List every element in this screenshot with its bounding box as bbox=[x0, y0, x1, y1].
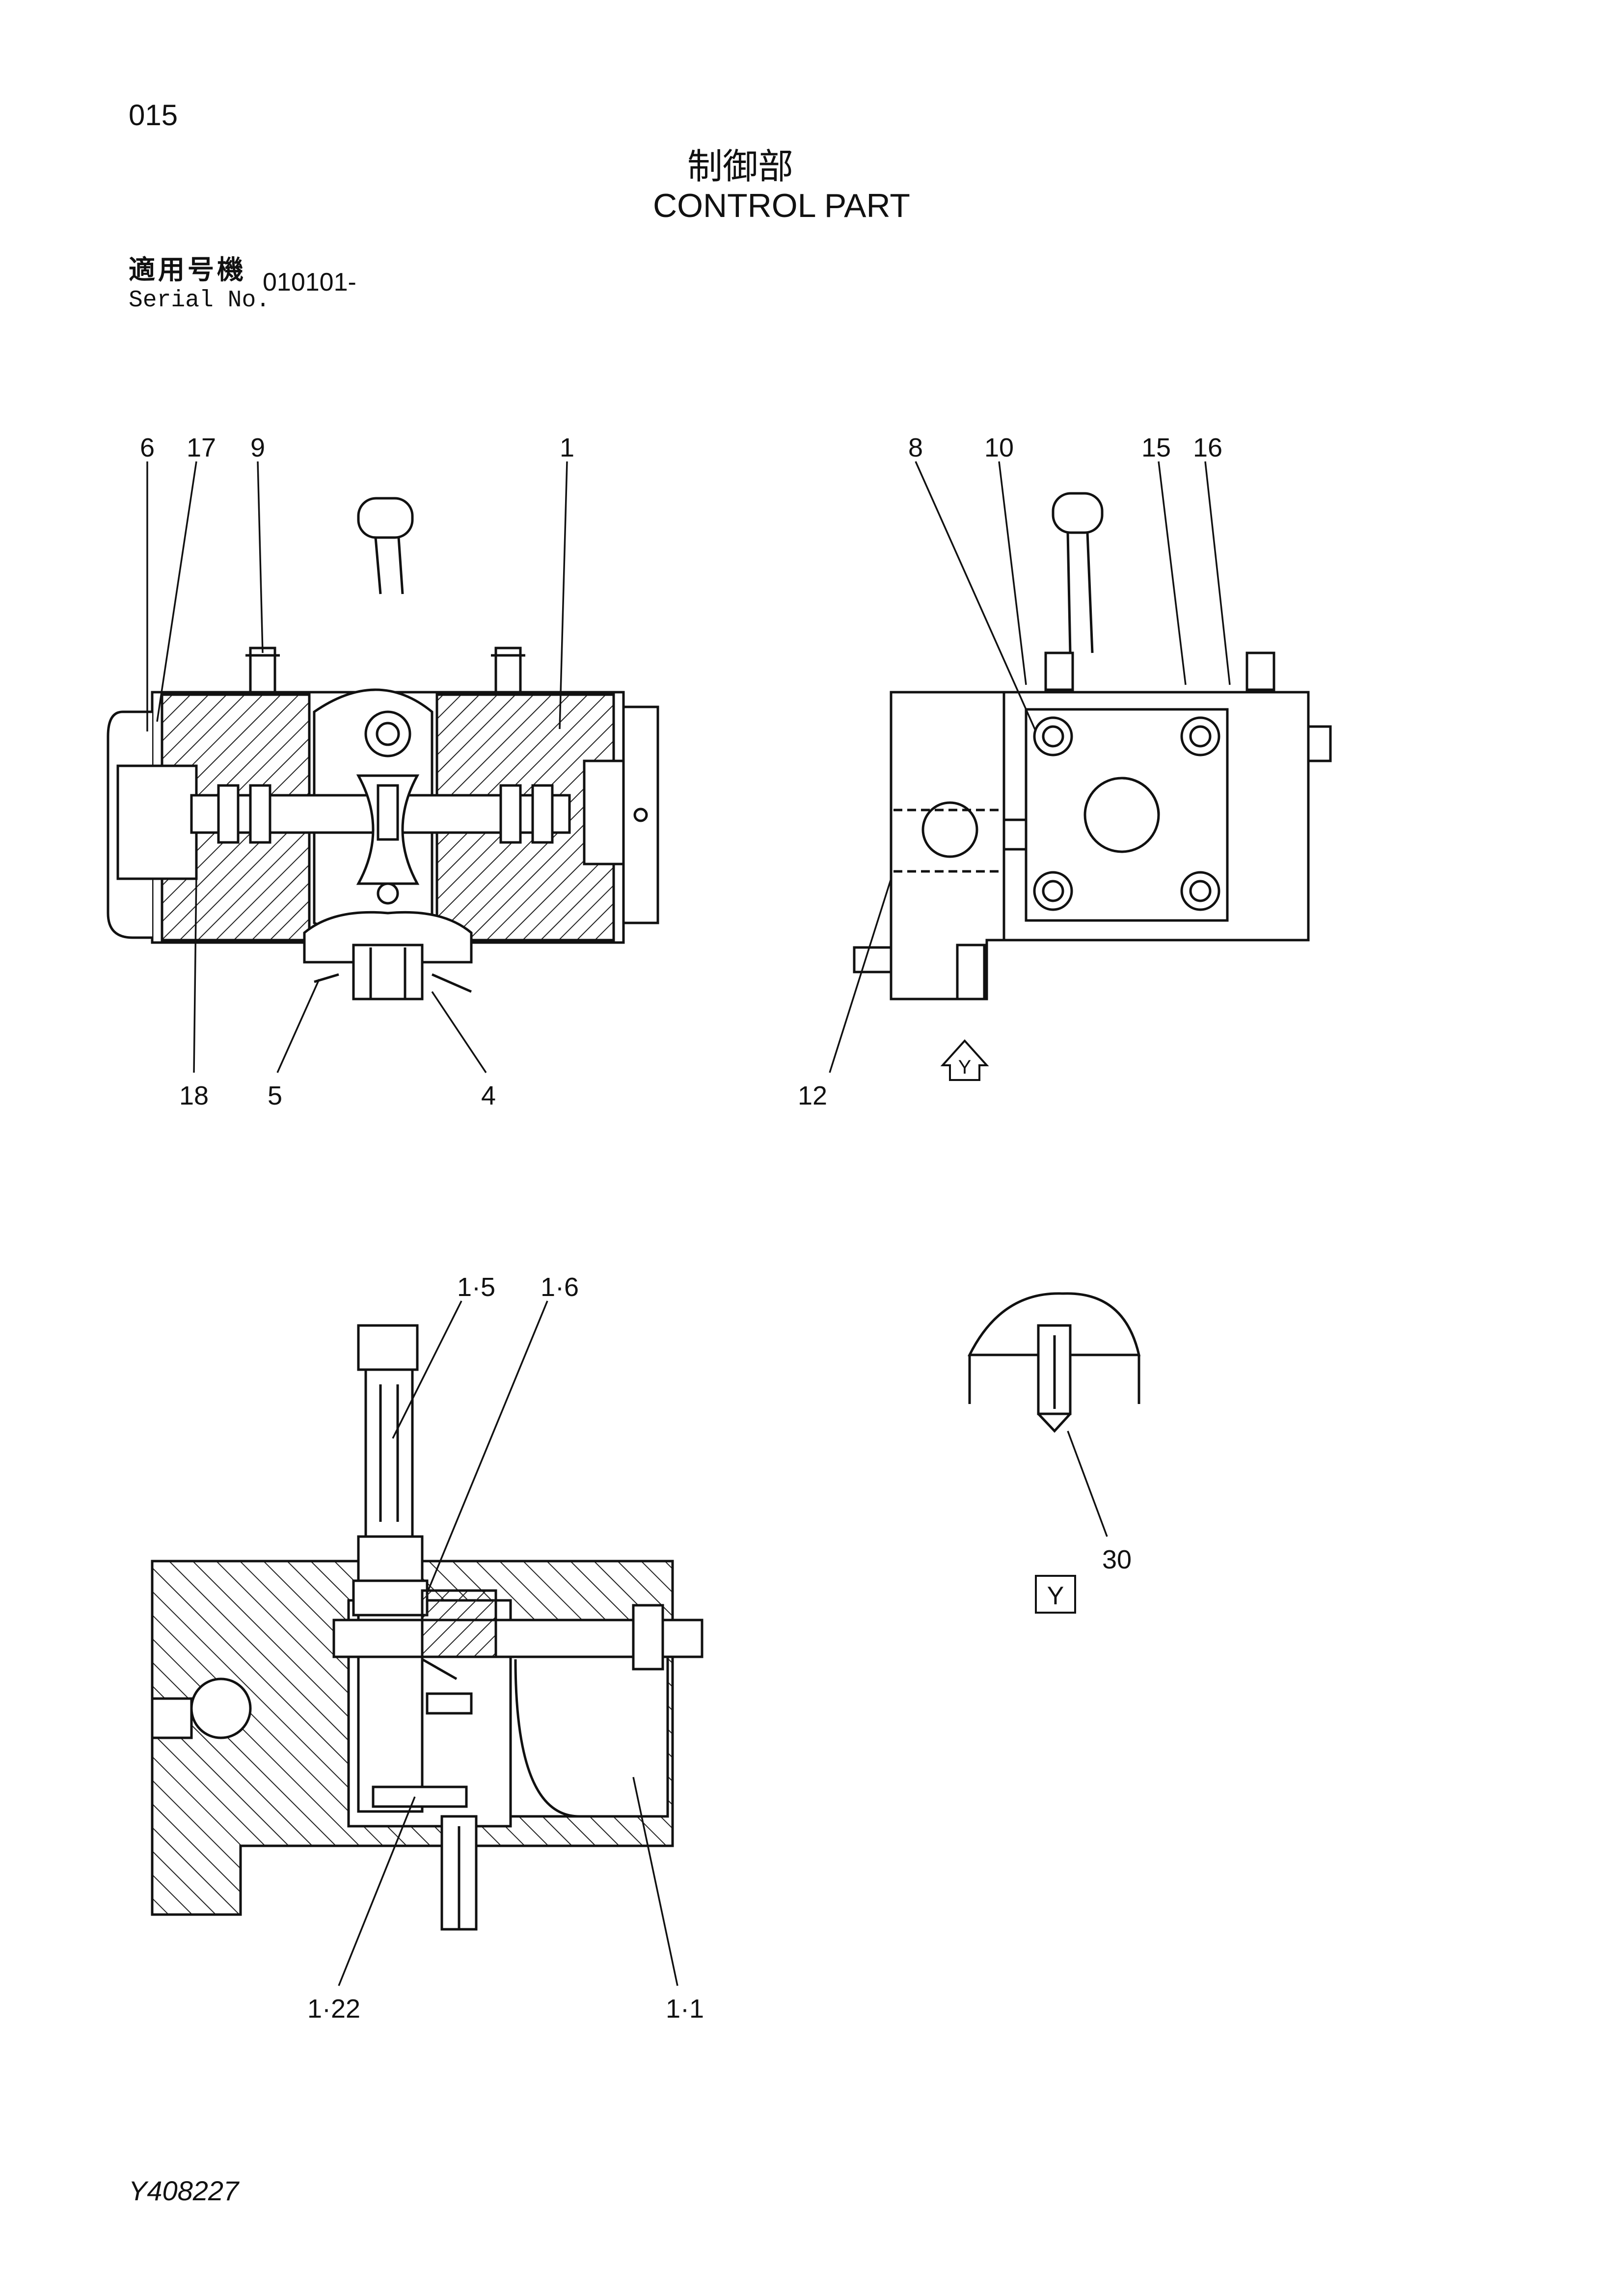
detail-y-view bbox=[967, 1292, 1141, 1433]
title-english: CONTROL PART bbox=[653, 187, 910, 224]
view-y-marker: Y bbox=[958, 1056, 972, 1078]
view-y-label: Y bbox=[1047, 1582, 1064, 1610]
callout-5: 5 bbox=[268, 1081, 282, 1110]
callout-15: 15 bbox=[1141, 433, 1171, 462]
bottom-left-section-view bbox=[151, 1324, 704, 1931]
callout-1-22: 1·22 bbox=[307, 1994, 360, 2024]
serial-label-japanese: 適用号機 bbox=[129, 254, 246, 285]
callout-6: 6 bbox=[140, 433, 155, 462]
callout-labels: 6 17 9 1 18 5 4 8 10 15 16 12 Y 1·5 1·6 … bbox=[140, 433, 1222, 2024]
view-y-label-box bbox=[1035, 1575, 1076, 1614]
callout-9: 9 bbox=[250, 433, 265, 462]
callout-1-1: 1·1 bbox=[666, 1994, 704, 2024]
callout-30: 30 bbox=[1102, 1545, 1132, 1574]
top-left-section-view bbox=[107, 497, 659, 1000]
callout-12: 12 bbox=[798, 1081, 827, 1110]
callout-10: 10 bbox=[984, 433, 1014, 462]
callout-18: 18 bbox=[179, 1081, 209, 1110]
callout-1-5: 1·5 bbox=[457, 1272, 495, 1302]
title-japanese: 制御部 bbox=[687, 146, 794, 187]
serial-label-english: Serial No. bbox=[129, 287, 271, 314]
document-code: Y408227 bbox=[129, 2175, 239, 2206]
serial-number-value: 010101- bbox=[263, 268, 356, 297]
callout-1: 1 bbox=[560, 433, 574, 462]
callout-8: 8 bbox=[908, 433, 923, 462]
callout-16: 16 bbox=[1193, 433, 1222, 462]
page-number: 015 bbox=[129, 99, 178, 132]
callout-1-6: 1·6 bbox=[541, 1272, 579, 1302]
callout-17: 17 bbox=[187, 433, 216, 462]
leader-lines bbox=[146, 461, 1231, 1986]
top-right-exterior-view bbox=[853, 492, 1332, 1081]
callout-4: 4 bbox=[481, 1081, 496, 1110]
